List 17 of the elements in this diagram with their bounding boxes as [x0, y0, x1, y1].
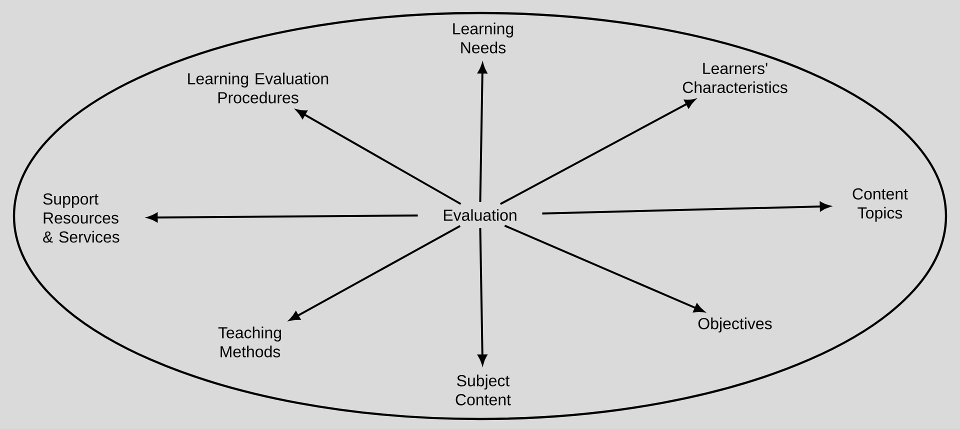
arrow — [296, 109, 462, 205]
node-label: Objectives — [698, 318, 772, 332]
arrow — [504, 224, 704, 312]
arrow — [542, 202, 830, 214]
arrow — [478, 228, 488, 365]
node-label: Support Resources & Services — [43, 193, 120, 243]
node-label: Learning Needs — [453, 22, 514, 54]
arrow — [289, 225, 461, 321]
node-label: Teaching Methods — [218, 326, 281, 358]
node-label: Evaluation — [444, 209, 516, 221]
arrow — [147, 212, 418, 222]
node-label: Learners' Characteristics — [682, 62, 788, 94]
arrow — [500, 98, 696, 205]
node-label: Subject Content — [456, 374, 511, 406]
node-label: Content Topics — [852, 188, 908, 222]
arrow — [478, 63, 488, 202]
node-label: Learning Evaluation Procedures — [188, 72, 328, 104]
